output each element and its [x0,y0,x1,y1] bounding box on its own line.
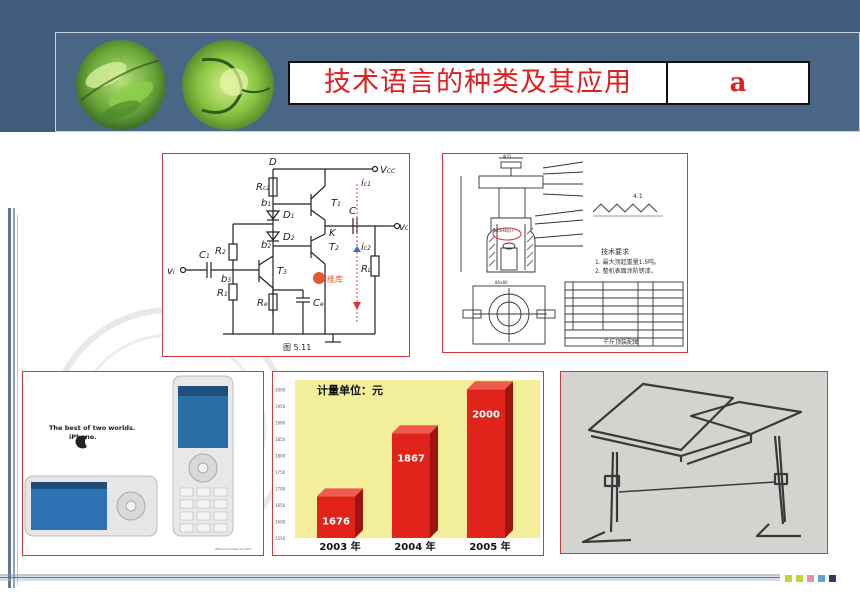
chart-data-label: 1867 [397,453,425,464]
chart-y-tick: 1950 [275,404,286,409]
chart-category-label: 2003 年 [319,540,360,553]
dim-top: Φ35 [503,154,512,159]
left-bar-2 [13,208,15,588]
footer-square-3 [807,575,814,582]
highlight-ellipse [492,227,522,241]
circuit-label-re: Re [257,298,268,309]
footer-square-1 [785,575,792,582]
circuit-label-t2: T2 [329,242,339,253]
circuit-label-rl: RL [361,264,371,275]
leaf-image-right [182,40,274,130]
chart-title: 计量单位：元 [317,383,383,397]
circuit-label-d1: D1 [283,210,295,221]
circuit-label-r2: R2 [215,246,226,257]
circuit-label-ic2: ic2 [361,242,371,253]
chart-y-tick: 1850 [275,437,286,442]
tech-req-title: 技术要求 [601,247,629,256]
circuit-label-k: K [329,228,337,239]
watermark-logo-icon [313,272,325,284]
slide-title: 技术语言的种类及其应用 [290,63,668,103]
circuit-caption: 图 5.11 [283,343,311,352]
chart-data-label: 2000 [472,409,500,420]
drawing-table-title: 千斤顶装配图 [603,338,639,346]
circuit-diagram: D VCC Rc2 b1 D1 T1 ic1 C vO D2 K T2 ic2 … [167,157,409,352]
circuit-label-d2: D2 [283,232,295,243]
footer-square-5 [829,575,836,582]
title-box: 技术语言的种类及其应用 a [288,61,810,105]
iphone-credit: iPhone Concept by CULT [215,547,252,551]
chart-y-tick: 1700 [275,486,286,491]
chart-y-tick: 2000 [275,387,286,392]
circuit-label-r1: R1 [217,288,228,299]
circuit-label-b2: b2 [261,240,271,251]
fit-reference: Φ45H8/js7 [493,228,514,233]
apple-logo-icon [75,435,87,449]
chart-bar [392,425,438,538]
chart-y-tick: 1550 [275,536,286,541]
circuit-label-b1: b1 [261,198,271,209]
folding-desk-sketch [561,372,826,552]
circuit-label-b3: b3 [221,274,231,285]
circuit-label-vo: vO [399,222,408,233]
circuit-label-ce: Ce [313,298,324,309]
circuit-label-ic1: ic1 [361,178,371,189]
jack-assembly-drawing: Φ45H8/js7 Φ35 80x80 4:1 技术要求 1. 最大顶起重量1.… [460,154,684,347]
bar-chart: 计量单位：元 1550 1600 1650 1700 1750 1800 1850 1900 1… [273,372,542,554]
left-bar-1 [8,208,11,588]
circuit-label-vi: vi [167,266,175,277]
thread-ratio: 4:1 [633,193,643,200]
circuit-label-vcc: VCC [380,165,396,176]
left-bar-3 [17,215,18,585]
bar-chart-frame: 计量单位：元 1550 1600 1650 1700 1750 1800 1850 1900 1… [272,371,544,556]
iphone-concept-image: The best of two worlds. iPhone. iPhone C… [24,375,252,551]
bottom-rule [0,574,780,581]
current-arrow-icon [353,302,361,310]
tech-req-2: 2. 整机表面涂防锈漆。 [595,267,657,275]
footer-square-2 [796,575,803,582]
desk-sketch-frame [560,371,828,554]
iphone-tagline-1: The best of two worlds. [49,424,135,432]
chart-bar [317,488,363,538]
circuit-diagram-frame: D VCC Rc2 b1 D1 T1 ic1 C vO D2 K T2 ic2 … [162,153,410,357]
circuit-label-c1: C1 [199,250,210,261]
circuit-label-rc2: Rc2 [256,182,270,193]
footer-square-4 [818,575,825,582]
chart-bar [467,381,513,538]
title-letter: a [729,68,747,98]
circuit-watermark-text: 维库 [327,274,343,284]
leaf-image-left [76,40,166,130]
iphone-tagline-2: iPhone. [69,433,97,441]
circuit-label-t3: T3 [277,266,287,277]
tech-req-1: 1. 最大顶起重量1.5吨。 [595,258,660,266]
chart-data-label: 1676 [322,516,350,527]
chart-category-label: 2005 年 [469,540,510,553]
chart-y-tick: 1750 [275,470,286,475]
chart-y-tick: 1600 [275,519,286,524]
chart-y-tick: 1650 [275,503,286,508]
dim-width: 80x80 [495,280,508,285]
circuit-label-t1: T1 [331,198,341,209]
chart-y-tick: 1800 [275,453,286,458]
circuit-label-d: D [269,157,277,168]
engineering-drawing-frame: Φ45H8/js7 Φ35 80x80 4:1 技术要求 1. 最大顶起重量1.… [442,153,688,353]
chart-y-tick: 1900 [275,420,286,425]
chart-category-label: 2004 年 [394,540,435,553]
circuit-label-c: C [349,206,356,217]
iphone-concept-frame: The best of two worlds. iPhone. iPhone C… [22,371,264,556]
